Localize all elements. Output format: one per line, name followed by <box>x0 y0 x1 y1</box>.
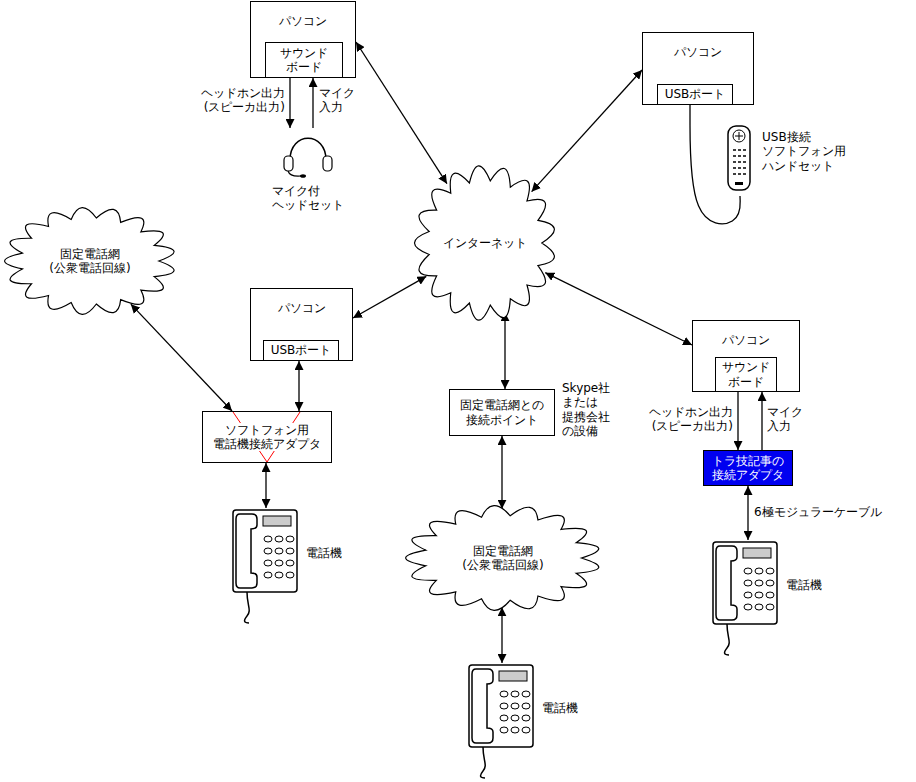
headset: マイク付 ヘッドセット <box>258 128 358 218</box>
node-label: マイク付 ヘッドセット <box>272 184 344 213</box>
node-label: パソコン <box>674 45 722 59</box>
connector <box>289 78 290 128</box>
network-cloud: インターネット <box>412 163 558 323</box>
note: Skype社 または 提携会社 の設備 <box>561 381 611 439</box>
port-box: サウンド ボード <box>265 42 343 78</box>
telephone: 電話機 <box>230 508 350 624</box>
connector <box>504 312 505 389</box>
node-label: 固定電話網との 接続ポイント <box>460 398 544 427</box>
computer-box: パソコン USBポート <box>250 288 353 361</box>
computer-box: パソコン USBポート <box>642 32 754 105</box>
node-label: 電話機 <box>542 701 586 715</box>
phone-icon <box>466 663 536 779</box>
port-box: サウンド ボード <box>715 357 777 392</box>
port-box: USBポート <box>657 84 733 105</box>
network-cloud: 固定電話網 (公衆電話回線) <box>403 503 603 613</box>
connector <box>501 607 502 663</box>
node-label: USBポート <box>271 343 332 357</box>
node-label: 固定電話網 (公衆電話回線) <box>462 544 543 573</box>
edge-label: ヘッドホン出力 (スピーカ出力) <box>200 86 286 115</box>
handset-icon <box>722 124 756 194</box>
phone-icon <box>710 540 780 656</box>
node-label: サウンド ボード <box>280 46 328 75</box>
network-cloud: 固定電話網 (公衆電話回線) <box>2 205 178 317</box>
connector <box>747 486 748 540</box>
connector <box>312 78 313 128</box>
edge-label: マイク 入力 <box>766 405 804 434</box>
node-label: サウンド ボード <box>722 360 770 389</box>
connector <box>532 70 642 192</box>
node-label: ソフトフォン用 電話機接続アダプタ <box>211 423 323 452</box>
edge-label: 6極モジュラーケーブル <box>753 505 883 519</box>
edge-label: ヘッドホン出力 (スピーカ出力) <box>648 405 734 434</box>
adapter-box: トラ技記事の 接続アダプタ <box>703 450 793 486</box>
device-box: ソフトフォン用 電話機接続アダプタ <box>202 411 332 463</box>
computer-box: パソコンサウンド ボード <box>250 1 356 78</box>
node-label: 電話機 <box>786 578 830 592</box>
node-label: トラ技記事の 接続アダプタ <box>712 454 784 483</box>
connector <box>265 463 266 508</box>
phone-icon <box>230 508 300 624</box>
node-label: 固定電話網 (公衆電話回線) <box>49 247 130 276</box>
node-label: パソコン <box>278 301 326 315</box>
connector <box>737 392 738 450</box>
node-label: インターネット <box>443 236 527 250</box>
connector <box>501 436 502 509</box>
connector <box>298 361 299 411</box>
edge-label: マイク 入力 <box>318 86 356 115</box>
connector <box>545 273 692 345</box>
node-label: 電話機 <box>306 546 350 560</box>
telephone: 電話機 <box>466 663 586 779</box>
computer-box: パソコンサウンド ボード <box>692 320 800 392</box>
connector <box>353 276 426 318</box>
headset-icon <box>278 128 338 178</box>
node-label: USB接続 ソフトフォン用 ハンドセット <box>762 130 846 173</box>
connector <box>356 42 447 184</box>
usb-handset: USB接続 ソフトフォン用 ハンドセット <box>722 124 864 196</box>
node-label: パソコン <box>279 14 327 28</box>
node-label: USBポート <box>665 87 726 101</box>
device-box: 固定電話網との 接続ポイント <box>449 389 555 436</box>
port-box: USBポート <box>263 340 339 361</box>
connector <box>761 392 762 450</box>
connector <box>131 304 232 411</box>
node-label: パソコン <box>722 333 770 347</box>
telephone: 電話機 <box>710 540 830 656</box>
